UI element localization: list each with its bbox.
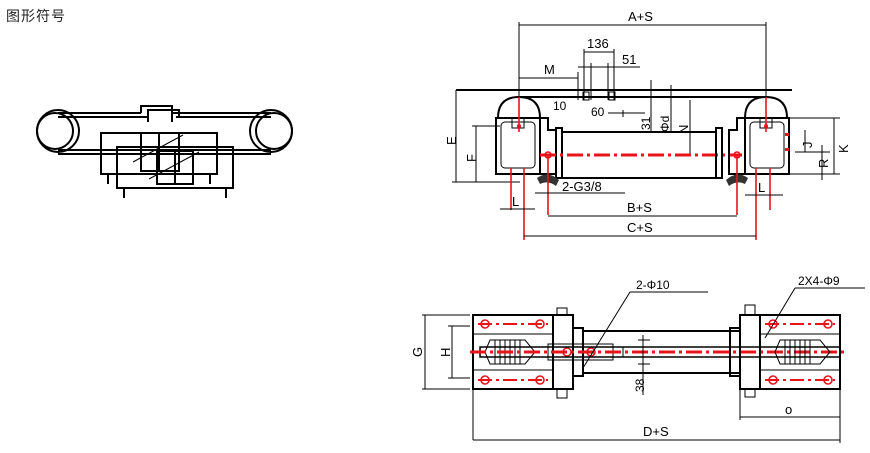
dim-a-plus-s: A+S [628, 9, 653, 24]
label-holes-phi10: 2-Φ10 [636, 278, 670, 292]
left-pulley-inner [36, 112, 74, 150]
graphic-symbol [36, 105, 293, 198]
dim-j: J [800, 142, 815, 149]
dim-k: K [836, 144, 851, 153]
right-seal-brush [774, 339, 831, 365]
top-view: G H [410, 274, 865, 443]
dim-60: 60 [591, 105, 605, 119]
dim-m: M [544, 62, 555, 77]
dim-port-g3-8: 2-G3/8 [562, 179, 602, 194]
dim-f: F [464, 154, 479, 162]
dim-10: 10 [553, 99, 567, 113]
dim-e: E [444, 136, 459, 145]
dim-d-plus-s: D+S [643, 424, 669, 439]
right-pulley-inner [255, 112, 293, 150]
dim-51: 51 [622, 52, 636, 67]
dim-r: R [816, 159, 831, 168]
dim-136: 136 [587, 36, 609, 51]
dim-h: H [438, 348, 453, 357]
dim-b-plus-s: B+S [627, 200, 652, 215]
dim-g: G [410, 347, 425, 357]
right-block [759, 314, 841, 390]
dim-31: 31 [639, 116, 653, 130]
dim-c-plus-s: C+S [627, 220, 653, 235]
dim-o: o [785, 402, 792, 417]
dim-l-left: L [512, 194, 519, 209]
dim-phi-d: Φd [658, 116, 672, 132]
dim-l-right: L [758, 180, 765, 195]
section-title: 图形符号 [6, 9, 66, 25]
front-view: A+S 136 51 M 10 60 31 Φd N E [444, 9, 851, 240]
label-holes-phi9: 2X4-Φ9 [798, 274, 840, 288]
dim-38: 38 [633, 378, 647, 392]
dim-n: N [676, 125, 691, 134]
